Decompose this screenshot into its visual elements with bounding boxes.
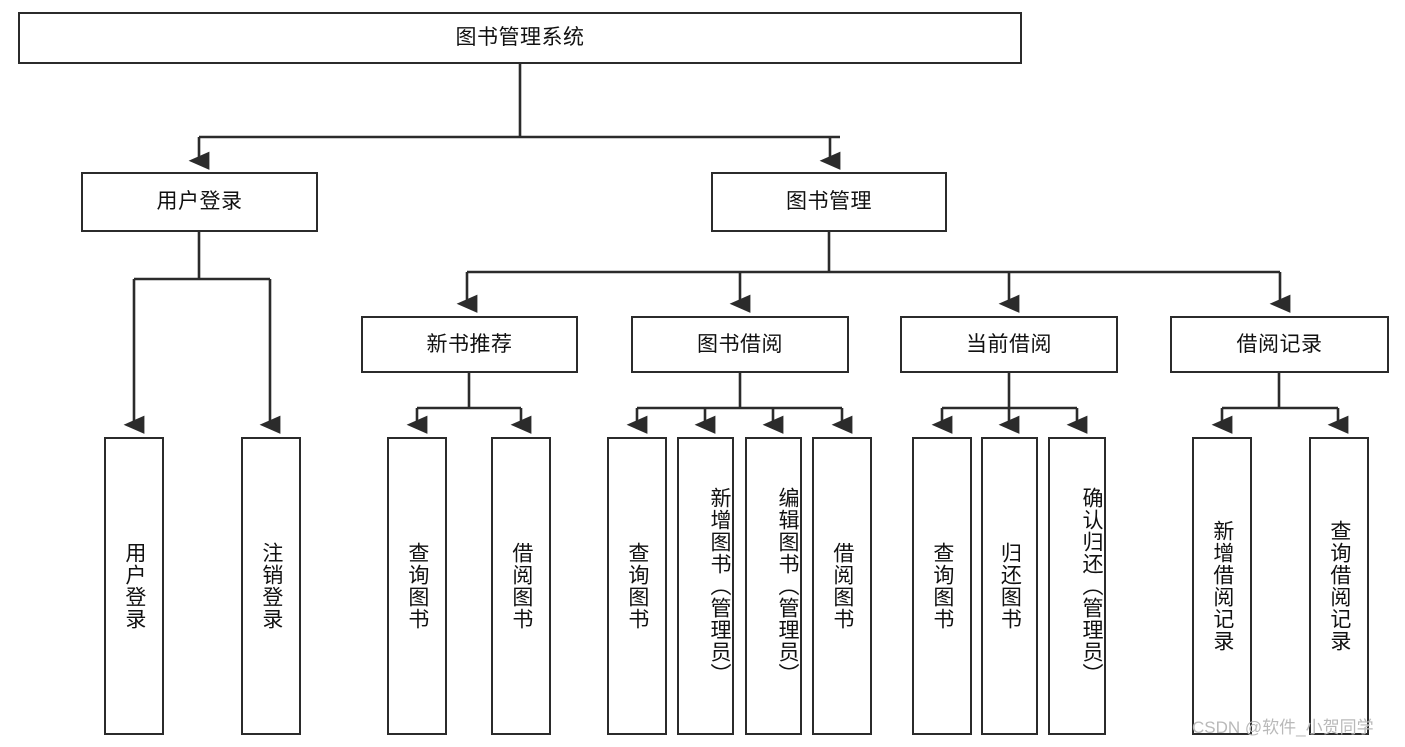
node-label: 查询图书 (625, 542, 649, 630)
leaf-logout[interactable]: 注销登录 (241, 437, 301, 735)
leaf-edit-book-admin[interactable]: 编辑图书（管理员） (745, 437, 802, 735)
node-label: 当前借阅 (966, 332, 1052, 356)
node-label: 借阅记录 (1236, 332, 1323, 356)
leaf-borrow-book-recommend[interactable]: 借阅图书 (491, 437, 551, 735)
watermark: CSDN @软件_小贺同学 (1192, 718, 1374, 737)
node-label: 借阅图书 (830, 542, 854, 630)
node-label: 新书推荐 (426, 332, 513, 356)
leaf-user-login[interactable]: 用户登录 (104, 437, 164, 735)
node-label: 借阅图书 (509, 542, 533, 630)
node-label: 图书借阅 (697, 332, 783, 356)
leaf-borrow-book[interactable]: 借阅图书 (812, 437, 872, 735)
node-label: 确认归还（管理员） (1080, 487, 1103, 685)
node-label: 注销登录 (259, 542, 283, 630)
leaf-query-book-borrow[interactable]: 查询图书 (607, 437, 667, 735)
node-new-book-recommend[interactable]: 新书推荐 (361, 316, 578, 373)
node-root[interactable]: 图书管理系统 (18, 12, 1022, 64)
node-label: 编辑图书（管理员） (776, 487, 799, 685)
node-user-login[interactable]: 用户登录 (81, 172, 318, 232)
node-label: 查询图书 (930, 542, 954, 630)
node-label: 用户登录 (156, 190, 243, 214)
node-label: 图书管理 (786, 190, 872, 214)
node-book-borrow[interactable]: 图书借阅 (631, 316, 849, 373)
node-label: 新增借阅记录 (1210, 520, 1234, 652)
leaf-add-book-admin[interactable]: 新增图书（管理员） (677, 437, 734, 735)
node-book-management[interactable]: 图书管理 (711, 172, 947, 232)
node-borrow-records[interactable]: 借阅记录 (1170, 316, 1389, 373)
leaf-query-book-current[interactable]: 查询图书 (912, 437, 972, 735)
node-label: 新增图书（管理员） (708, 487, 731, 685)
leaf-query-book-recommend[interactable]: 查询图书 (387, 437, 447, 735)
node-label: 用户登录 (122, 542, 146, 630)
node-label: 查询图书 (405, 542, 429, 630)
leaf-add-borrow-record[interactable]: 新增借阅记录 (1192, 437, 1252, 735)
leaf-query-borrow-record[interactable]: 查询借阅记录 (1309, 437, 1369, 735)
node-current-borrow[interactable]: 当前借阅 (900, 316, 1118, 373)
leaf-confirm-return-admin[interactable]: 确认归还（管理员） (1048, 437, 1106, 735)
node-label: 查询借阅记录 (1327, 520, 1351, 652)
node-label: 图书管理系统 (455, 26, 585, 50)
node-label: 归还图书 (998, 542, 1022, 630)
leaf-return-book[interactable]: 归还图书 (981, 437, 1038, 735)
